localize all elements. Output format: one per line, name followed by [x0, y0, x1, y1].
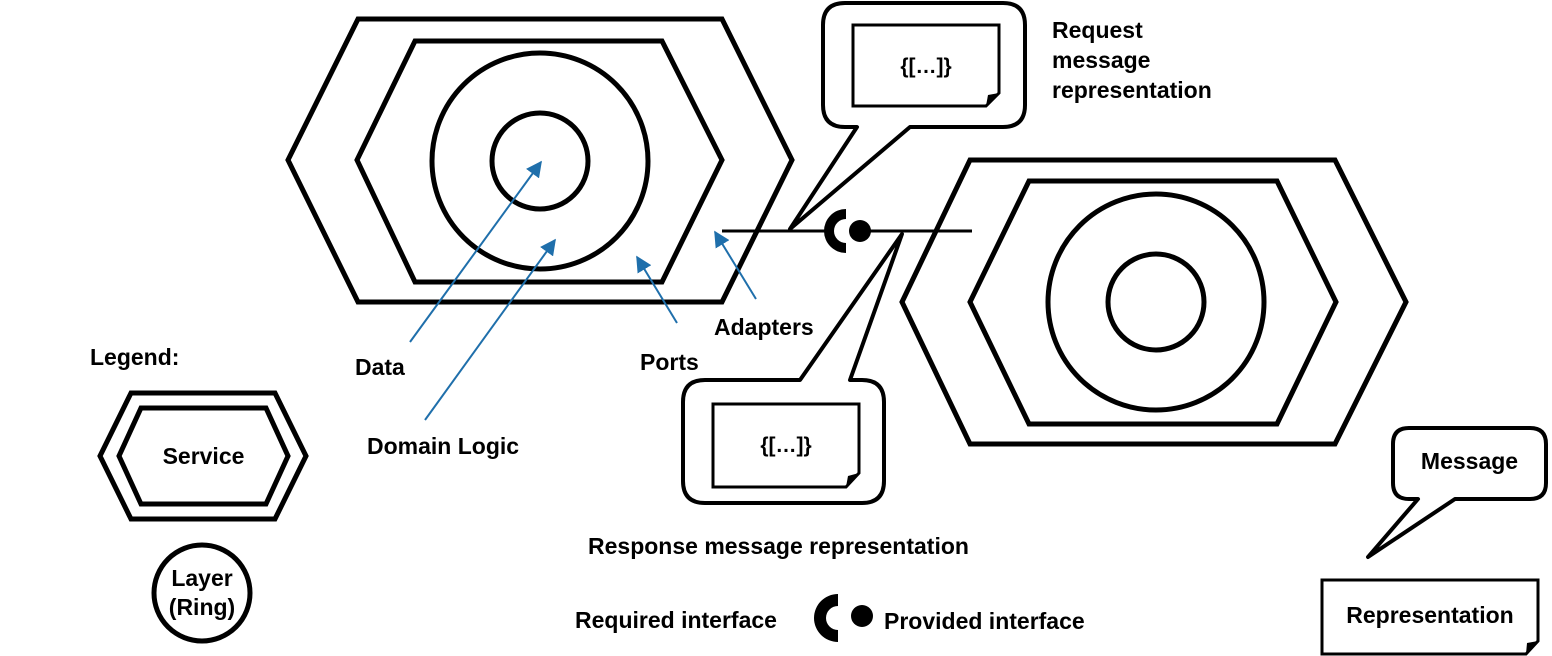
- data-label: Data: [355, 354, 405, 380]
- right-service-outer-hexagon: [899, 157, 1409, 447]
- legend-required-interface-label: Required interface: [575, 607, 777, 633]
- required-interface-socket: [824, 209, 846, 253]
- legend-layer-label-line-2: (Ring): [168, 594, 236, 620]
- adapters-pointer-arrow: [714, 230, 757, 300]
- legend-service-label: Service: [162, 443, 245, 469]
- left-domain-logic-ring: [429, 50, 651, 272]
- response-label: Response message representation: [588, 533, 969, 559]
- right-data-ring: [1105, 251, 1207, 353]
- response-doc-text: {[…]}: [760, 434, 812, 457]
- request-label-line-3: representation: [1052, 77, 1212, 103]
- request-doc-fold: [986, 93, 999, 106]
- right-domain-logic-ring: [1045, 191, 1267, 413]
- legend-provided-interface-icon: [851, 605, 873, 627]
- legend-provided-interface-label: Provided interface: [884, 608, 1085, 634]
- provided-interface-ball: [849, 220, 871, 242]
- left-data-ring: [489, 110, 591, 212]
- legend-message-label: Message: [1420, 448, 1519, 474]
- ports-label: Ports: [640, 349, 699, 375]
- ports-pointer-arrow: [636, 255, 678, 324]
- left-service-outer-hexagon: [285, 16, 795, 305]
- domain-logic-pointer-arrow: [424, 238, 556, 421]
- legend-title: Legend:: [90, 344, 180, 370]
- request-label-line-1: Request: [1052, 17, 1143, 43]
- request-doc-text: {[…]}: [900, 55, 952, 78]
- request-label-line-2: message: [1052, 47, 1151, 73]
- legend-layer-ring: [151, 542, 253, 644]
- legend-required-interface-icon: [814, 594, 838, 642]
- adapters-label: Adapters: [714, 314, 814, 340]
- legend-representation-fold: [1526, 641, 1538, 654]
- legend-layer-label-line-1: Layer: [171, 565, 233, 591]
- right-service-inner-hexagon: [967, 178, 1339, 427]
- data-pointer-arrow: [409, 160, 542, 343]
- legend-message-callout: [1366, 426, 1548, 559]
- response-doc-fold: [846, 473, 859, 487]
- legend-service-inner-hexagon: [116, 405, 291, 507]
- domain-logic-label: Domain Logic: [367, 433, 520, 459]
- legend-service-outer-hexagon: [97, 390, 309, 522]
- legend-representation-label: Representation: [1346, 602, 1514, 628]
- left-service-inner-hexagon: [354, 38, 725, 285]
